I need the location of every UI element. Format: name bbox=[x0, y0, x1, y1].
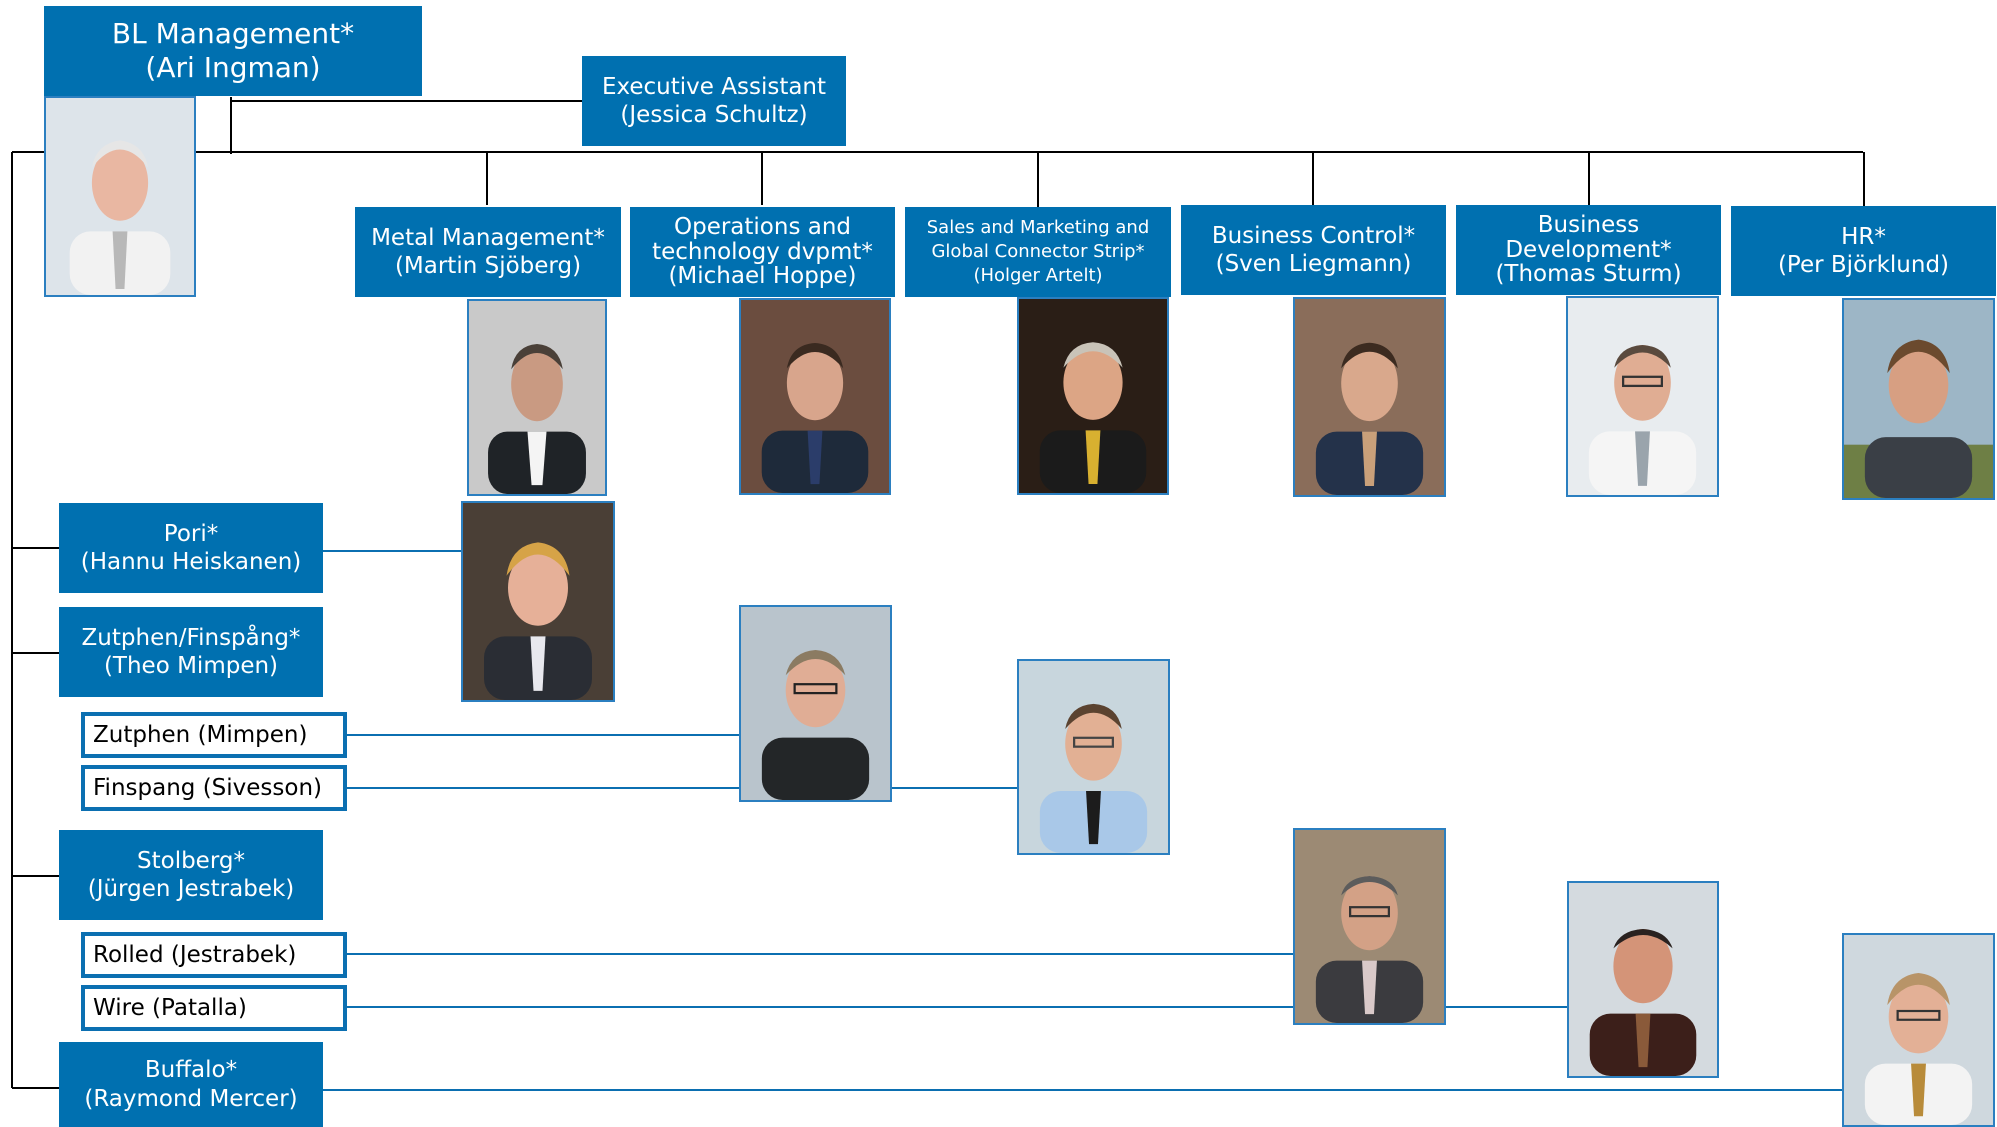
function-line: Global Connector Strip* bbox=[931, 240, 1145, 262]
unit-line: (Raymond Mercer) bbox=[84, 1085, 298, 1112]
executive-assistant-name: (Jessica Schultz) bbox=[620, 102, 808, 128]
function-box-business-control: Business Control* (Sven Liegmann) bbox=[1181, 205, 1446, 295]
subunit-wire: Wire (Patalla) bbox=[81, 985, 347, 1031]
function-line: HR* bbox=[1841, 223, 1886, 250]
portrait-photo bbox=[1842, 933, 1995, 1127]
function-box-metal-management: Metal Management* (Martin Sjöberg) bbox=[355, 207, 621, 297]
function-line: Business bbox=[1537, 211, 1640, 238]
unit-line: Buffalo* bbox=[144, 1057, 238, 1084]
subunit-finspang: Finspang (Sivesson) bbox=[81, 765, 347, 811]
unit-line: Zutphen/Finspång* bbox=[81, 624, 301, 651]
portrait-photo bbox=[1566, 296, 1719, 497]
unit-line: (Theo Mimpen) bbox=[103, 653, 279, 679]
portrait-photo bbox=[44, 96, 196, 297]
function-box-sales-marketing: Sales and Marketing and Global Connector… bbox=[905, 207, 1171, 297]
portrait-photo bbox=[1842, 298, 1995, 500]
unit-box-buffalo: Buffalo* (Raymond Mercer) bbox=[59, 1042, 323, 1127]
unit-line: Pori* bbox=[163, 520, 219, 547]
portrait-photo bbox=[467, 299, 607, 496]
function-line: Operations and bbox=[673, 213, 852, 240]
portrait-photo bbox=[739, 605, 892, 802]
function-line: (Martin Sjöberg) bbox=[394, 253, 582, 279]
bl-management-name: (Ari Ingman) bbox=[145, 51, 321, 84]
executive-assistant-title: Executive Assistant bbox=[601, 73, 827, 100]
portrait-photo bbox=[739, 298, 891, 495]
function-line: (Holger Artelt) bbox=[973, 265, 1103, 287]
function-line: technology dvpmt* bbox=[652, 238, 873, 265]
function-line: Business Control* bbox=[1211, 222, 1416, 249]
bl-management-title: BL Management* bbox=[111, 16, 355, 50]
function-box-hr: HR* (Per Björklund) bbox=[1731, 206, 1996, 296]
unit-line: (Hannu Heiskanen) bbox=[80, 549, 302, 575]
unit-box-stolberg: Stolberg* (Jürgen Jestrabek) bbox=[59, 830, 323, 920]
portrait-photo bbox=[1017, 659, 1170, 855]
portrait-photo bbox=[1567, 881, 1719, 1078]
executive-assistant-box: Executive Assistant (Jessica Schultz) bbox=[582, 56, 846, 146]
unit-line: Stolberg* bbox=[137, 847, 245, 874]
function-line: (Sven Liegmann) bbox=[1215, 251, 1412, 277]
function-box-business-development: Business Development* (Thomas Sturm) bbox=[1456, 205, 1721, 295]
portrait-photo bbox=[1293, 828, 1446, 1025]
bl-management-box: BL Management* (Ari Ingman) bbox=[44, 6, 422, 96]
unit-box-zutphen-finspang: Zutphen/Finspång* (Theo Mimpen) bbox=[59, 607, 323, 697]
function-line: (Per Björklund) bbox=[1777, 252, 1950, 278]
portrait-photo bbox=[461, 501, 615, 702]
function-line: (Thomas Sturm) bbox=[1495, 261, 1682, 288]
function-line: (Michael Hoppe) bbox=[668, 263, 857, 290]
function-line: Metal Management* bbox=[371, 224, 605, 251]
unit-line: (Jürgen Jestrabek) bbox=[87, 876, 295, 902]
portrait-photo bbox=[1293, 297, 1446, 497]
portrait-photo bbox=[1017, 297, 1169, 495]
subunit-rolled: Rolled (Jestrabek) bbox=[81, 932, 347, 978]
subunit-zutphen: Zutphen (Mimpen) bbox=[81, 712, 347, 758]
function-line: Development* bbox=[1505, 236, 1672, 263]
function-line: Sales and Marketing and bbox=[926, 216, 1150, 238]
function-box-operations: Operations and technology dvpmt* (Michae… bbox=[630, 207, 895, 297]
unit-box-pori: Pori* (Hannu Heiskanen) bbox=[59, 503, 323, 593]
